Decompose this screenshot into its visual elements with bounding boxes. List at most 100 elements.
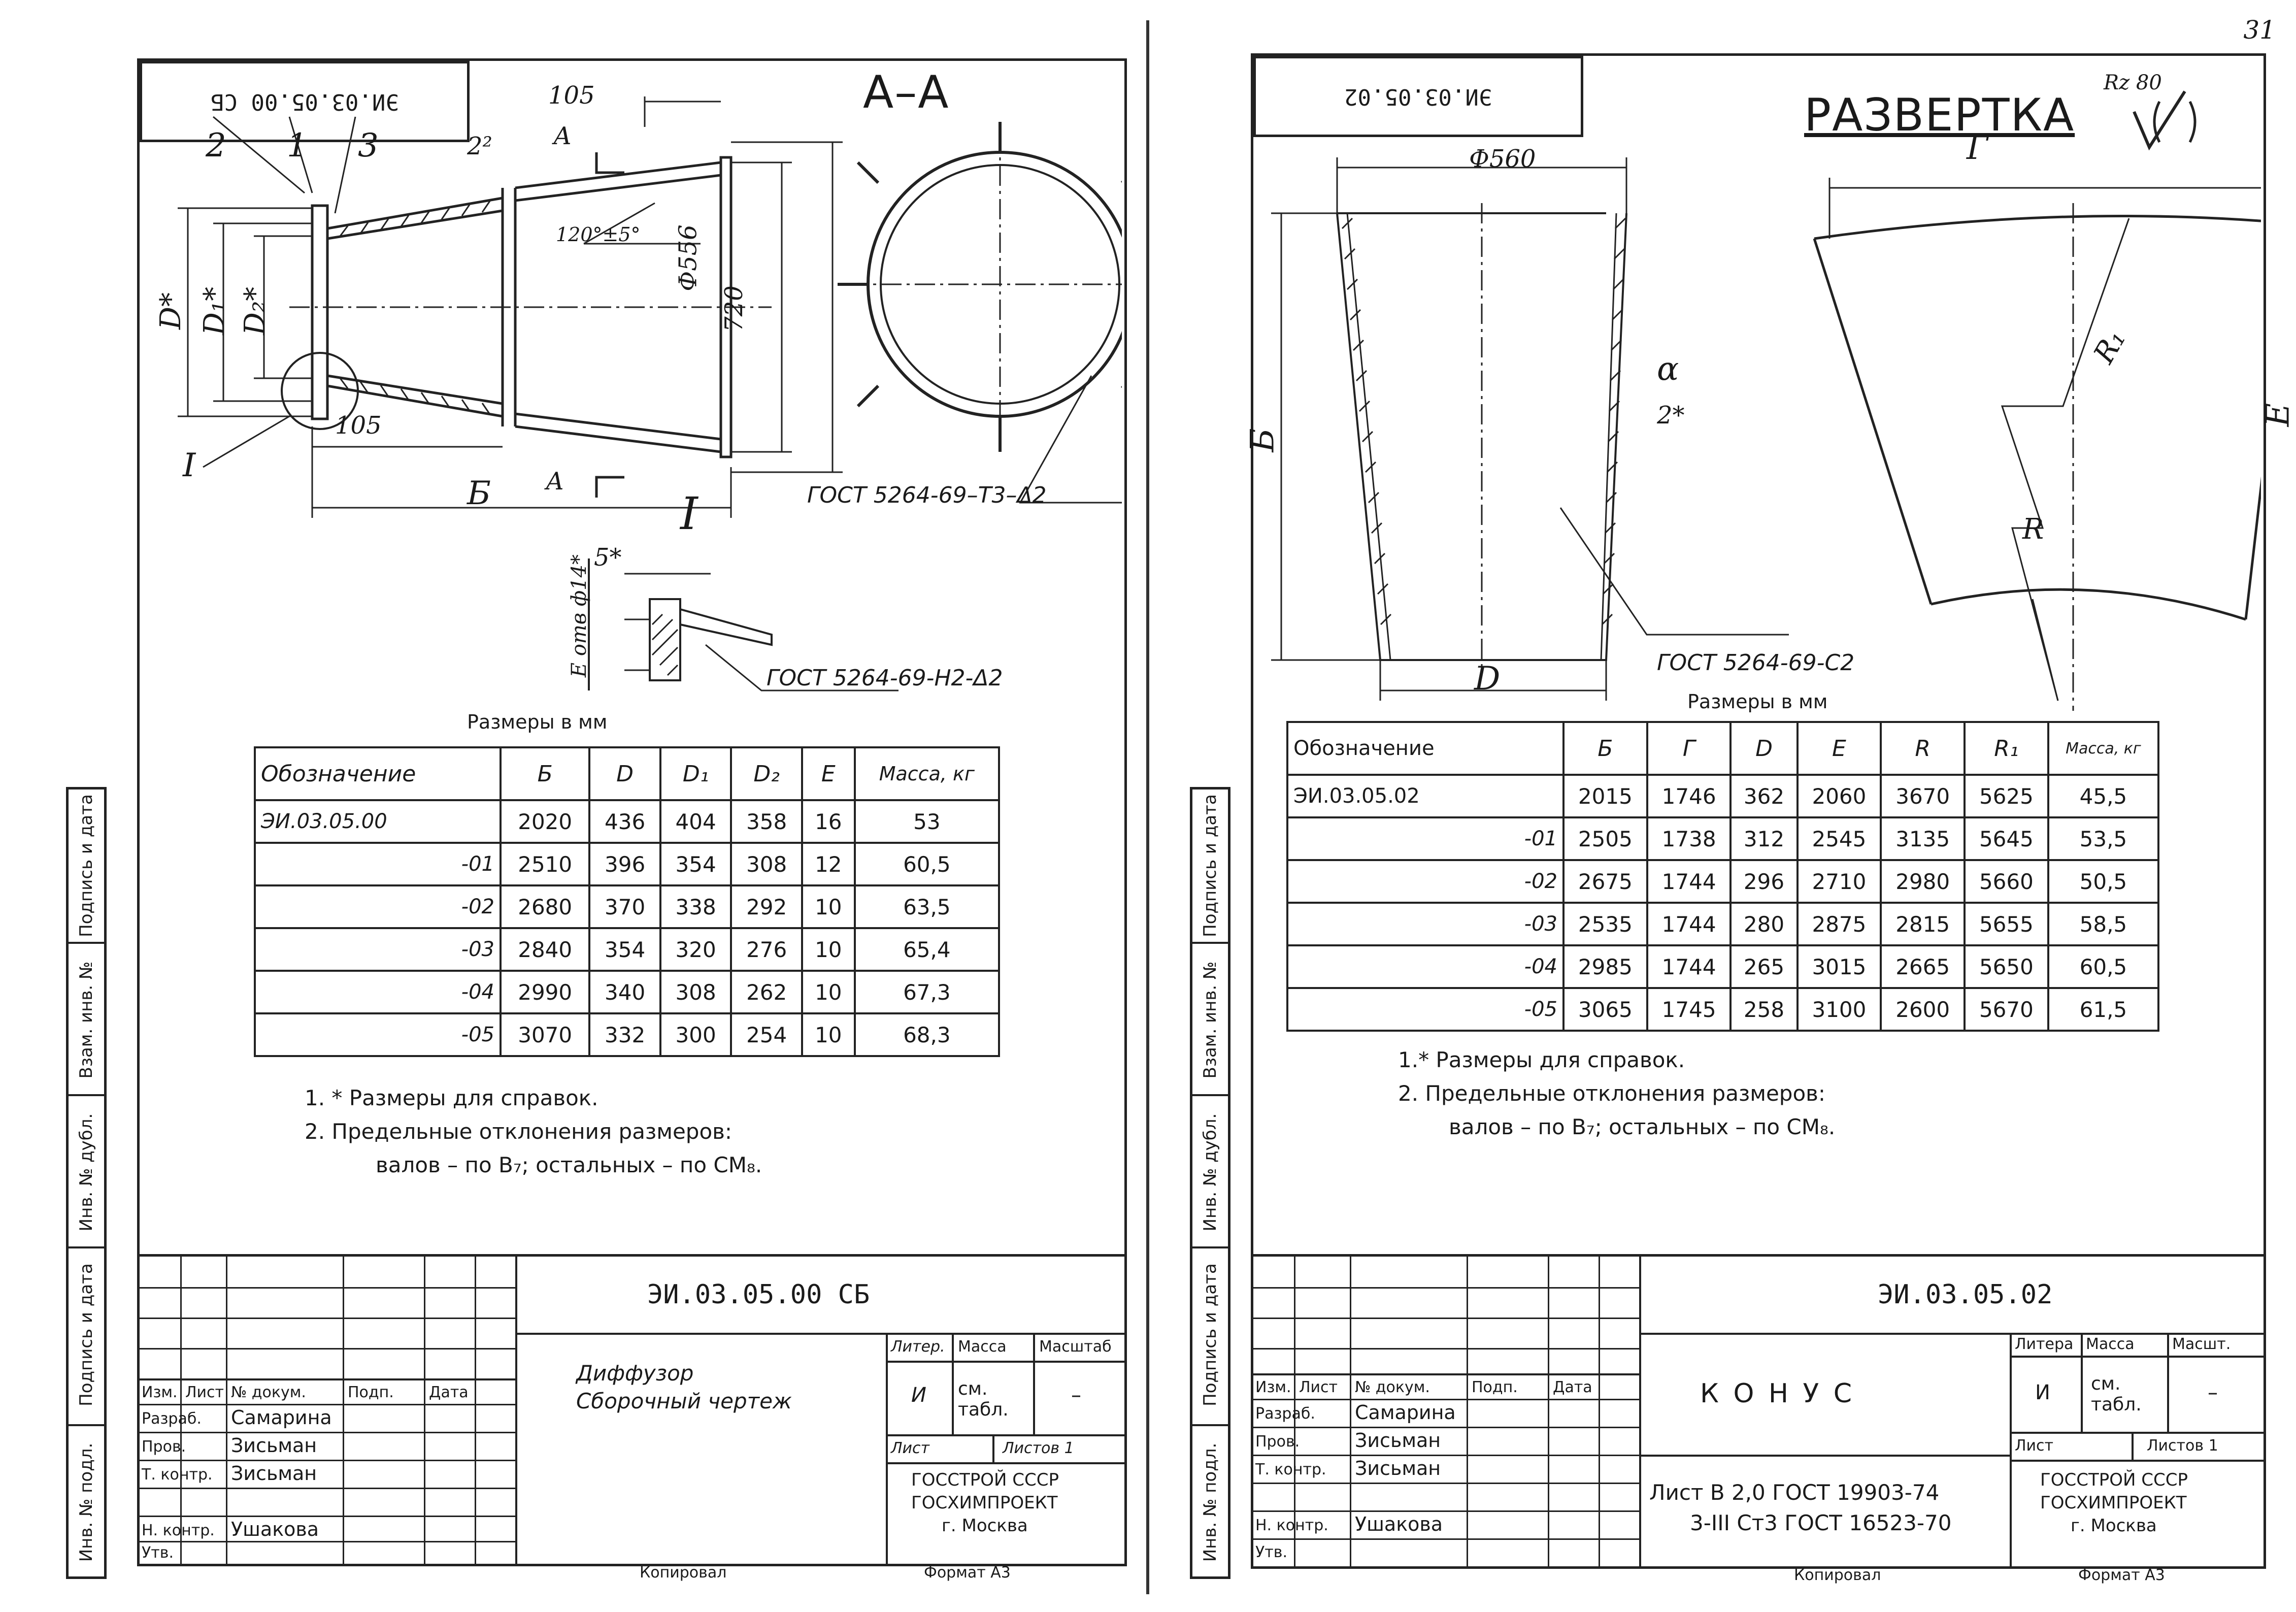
right-spec-table: Обозначение Б Г D Е R R₁ Масса, кг ЭИ.03…: [1286, 721, 2160, 1032]
dim-dia720: 720: [719, 285, 748, 332]
cell: 332: [588, 1012, 661, 1057]
side-label: Инв. № подл.: [76, 1442, 96, 1562]
cell: 65,4: [853, 927, 1001, 972]
right-sheet: Подпись и дата Взам. инв. № Инв. № дубл.…: [1149, 0, 2296, 1612]
tb-col-header: № докум.: [231, 1384, 306, 1401]
table-row: -03 2840 354 320 276 10 65,4: [254, 927, 1001, 972]
cell: 3135: [1880, 816, 1966, 861]
cell: -04: [1286, 944, 1565, 989]
cell: 16: [801, 799, 856, 844]
dim-d105-low: 105: [335, 411, 382, 440]
cell: 2545: [1796, 816, 1882, 861]
tb-product-name: К О Н У С: [1700, 1378, 1855, 1409]
cell: 265: [1729, 944, 1799, 989]
dim-two: 2*: [1657, 401, 1685, 430]
tb-designation: ЭИ.03.05.02: [1878, 1279, 2053, 1310]
tb-litera-value: И: [911, 1384, 926, 1407]
dim-D2: D₂*: [239, 286, 272, 336]
cell: 1738: [1646, 816, 1732, 861]
right-header-code: ЭИ.03.05.02: [1253, 56, 1583, 137]
cell: -02: [1286, 859, 1565, 904]
cell: -02: [254, 884, 502, 929]
tb-name: Самарина: [1355, 1401, 1456, 1424]
cell: 396: [588, 842, 661, 886]
cell: 300: [659, 1012, 733, 1057]
units-label: Размеры в мм: [467, 711, 608, 733]
cell: 320: [659, 927, 733, 972]
side-label: Подпись и дата: [76, 1263, 96, 1406]
note-line: 2. Предельные отклонения размеров:: [305, 1119, 733, 1144]
cell: 58,5: [2047, 902, 2160, 946]
callout-1: 1: [287, 127, 308, 165]
dim-E: Е: [2259, 403, 2296, 427]
col-header: Г: [1646, 721, 1732, 776]
right-title-block: Изм. Лист № докум. Подп. Дата Разраб. Пр…: [1251, 1254, 2266, 1569]
weld-ref-main: ГОСТ 5264-69–Т3–Δ2: [807, 482, 1047, 508]
tb-role: Разраб.: [142, 1410, 202, 1428]
dim-D1: D₁*: [198, 286, 231, 336]
cell: -01: [254, 842, 502, 886]
cell: 53: [853, 799, 1001, 844]
tb-role: Пров.: [1255, 1433, 1300, 1451]
dim-dia560: Ф560: [1469, 145, 1536, 173]
table-row: ЭИ.03.05.00 2020 436 404 358 16 53: [254, 799, 1001, 844]
cell: 262: [730, 970, 803, 1014]
left-side-strip: Подпись и дата Взам. инв. № Инв. № дубл.…: [66, 787, 107, 1579]
cell: 404: [659, 799, 733, 844]
tb-material-2: 3-III Ст3 ГОСТ 16523-70: [1690, 1510, 1952, 1535]
col-header: D: [588, 746, 661, 801]
cell: 5650: [1964, 944, 2049, 989]
weld-ref-detail: ГОСТ 5264-69-Н2-Δ2: [767, 665, 1003, 691]
col-header: R₁: [1964, 721, 2049, 776]
col-header: D: [1729, 721, 1799, 776]
detail-view-i: I: [680, 487, 698, 540]
cell: -03: [1286, 902, 1565, 946]
table-row: -03 2535 1744 280 2875 2815 5655 58,5: [1286, 902, 2160, 946]
dim-d2: 2²: [467, 132, 492, 160]
tb-org-2: ГОСХИМПРОЕКТ: [911, 1493, 1058, 1513]
note-line: валов – по В₇; остальных – по СМ₈.: [1449, 1114, 1836, 1139]
tb-org-3: г. Москва: [2071, 1516, 2157, 1536]
cell: 2985: [1562, 944, 1648, 989]
cell: 292: [730, 884, 803, 929]
table-header-row: Обозначение Б D D₁ D₂ Е Масса, кг: [254, 746, 1001, 801]
cell: 1744: [1646, 859, 1732, 904]
cell: 67,3: [853, 970, 1001, 1014]
cell: 2510: [499, 842, 591, 886]
tb-role: Утв.: [142, 1544, 174, 1562]
dim-angle-mark: α: [1657, 350, 1679, 388]
cell: 5645: [1964, 816, 2049, 861]
section-mark-a-top: А: [553, 122, 572, 150]
tb-sheet-label: Лист: [2015, 1437, 2054, 1455]
cell: 2710: [1796, 859, 1882, 904]
cell: -05: [1286, 987, 1565, 1032]
tb-col-header: Изм.: [142, 1384, 178, 1401]
cell: -03: [254, 927, 502, 972]
cell: 3070: [499, 1012, 591, 1057]
table-row: -04 2985 1744 265 3015 2665 5650 60,5: [1286, 944, 2160, 989]
dim-G: Г: [1967, 129, 1988, 167]
col-header: Е: [801, 746, 856, 801]
note-line: 2. Предельные отклонения размеров:: [1398, 1081, 1826, 1106]
col-header: Обозначение: [254, 746, 502, 801]
cell: 312: [1729, 816, 1799, 861]
cell: ЭИ.03.05.00: [254, 799, 502, 844]
roughness-mark: Rz 80: [2104, 71, 2162, 94]
footer-copied: Копировал: [1794, 1566, 1881, 1584]
cell: 3015: [1796, 944, 1882, 989]
cell: 2060: [1796, 774, 1882, 818]
tb-name: Зисьман: [231, 1462, 317, 1485]
cell: 2875: [1796, 902, 1882, 946]
cell: 68,3: [853, 1012, 1001, 1057]
tb-name: Зисьман: [1355, 1457, 1441, 1479]
cell: ЭИ.03.05.02: [1286, 774, 1565, 818]
table-row: -02 2680 370 338 292 10 63,5: [254, 884, 1001, 929]
col-header: Б: [1562, 721, 1648, 776]
side-label: Подпись и дата: [76, 794, 96, 937]
cell: -04: [254, 970, 502, 1014]
tb-role: Т. контр.: [1255, 1461, 1326, 1478]
cell: 5670: [1964, 987, 2049, 1032]
col-header: Обозначение: [1286, 721, 1565, 776]
tb-scale-value: –: [1071, 1384, 1081, 1407]
dim-angle: 120°±5°: [556, 223, 641, 246]
